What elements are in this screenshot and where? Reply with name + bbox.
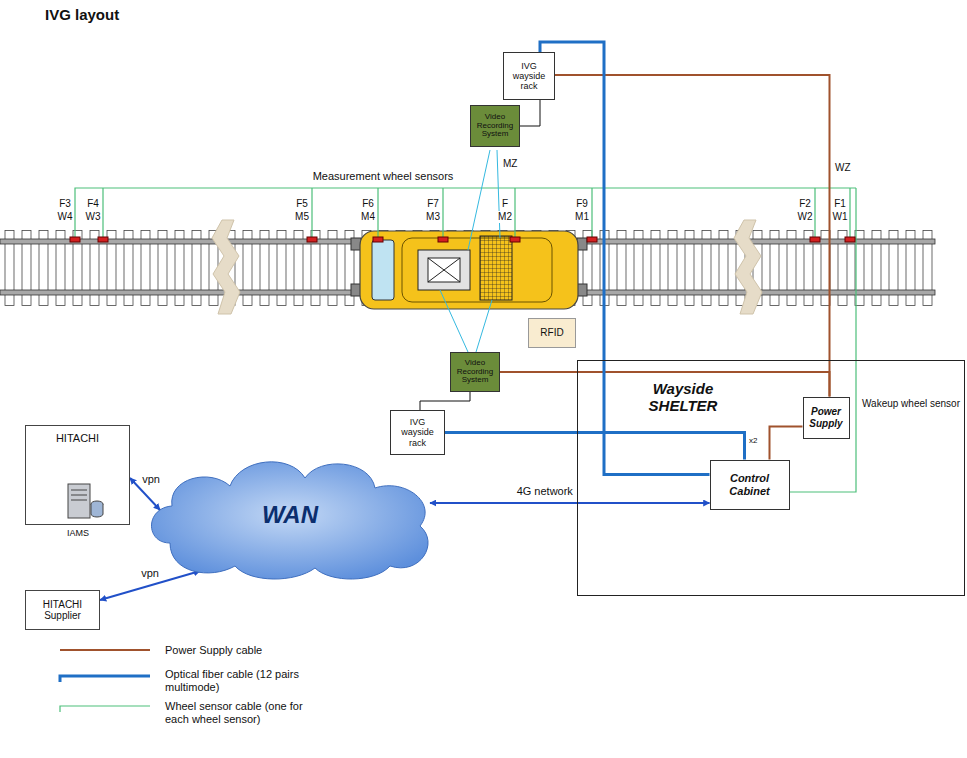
sensor-id: W1 [832, 211, 849, 223]
sensor-id: F4 [86, 198, 100, 210]
node-text: RFID [540, 327, 563, 338]
wan-cloud: WAN [140, 448, 440, 583]
sensor-id: F7 [426, 198, 440, 210]
wheel-sensor [438, 237, 448, 242]
database-icon [91, 504, 103, 517]
node-text: HITACHI [56, 432, 99, 444]
wheel-sensor [810, 237, 820, 242]
sensor-id: F [501, 198, 509, 210]
cable-connector [420, 392, 470, 410]
sensor-id: M5 [294, 211, 310, 223]
sensor-id: F1 [833, 198, 847, 210]
node-text: WAN [262, 502, 318, 529]
supplier-box: HITACHI Supplier [25, 590, 100, 630]
node-text: IVG wayside rack [394, 417, 441, 447]
note-label: MZ [503, 158, 517, 170]
note-label: IAMS [67, 528, 89, 538]
node-text: Control Cabinet [714, 472, 786, 497]
company-box: HITACHI [25, 425, 130, 525]
wheel-sensor [845, 237, 855, 242]
server-slots [71, 490, 87, 500]
cab-window [372, 240, 394, 300]
legend-text: Optical fiber cable (12 pairs multimode) [165, 668, 315, 693]
wheel-sensor-cable [75, 188, 856, 492]
train-car [360, 231, 578, 309]
cable-connector [770, 427, 803, 460]
sensor-id: F2 [798, 198, 812, 210]
sensor-id: W3 [85, 211, 102, 223]
legend-text: Wheel sensor cable (one for each wheel s… [165, 700, 315, 725]
node-text: IVG wayside rack [507, 61, 551, 91]
break-mark [734, 220, 762, 314]
equipment-box [428, 258, 460, 282]
node-text: Power Supply [807, 406, 846, 428]
wheel-sensors [70, 237, 855, 242]
sensor-id: F5 [295, 198, 309, 210]
server-icon [68, 484, 103, 518]
legend-sample [60, 706, 150, 712]
cable-connector [555, 75, 830, 397]
legend-text: Power Supply cable [165, 644, 315, 657]
legend-sample [60, 649, 150, 651]
power-supply-box: Power Supply [803, 397, 850, 439]
shelter-title: Wayside SHELTER [618, 381, 748, 415]
video-recording-box: Video Recording System [450, 352, 500, 392]
grid-panel [480, 236, 512, 300]
cable-connector [445, 433, 745, 460]
cable-connector [430, 502, 710, 504]
equipment-box [418, 250, 470, 290]
connector-label: vpn [139, 566, 161, 579]
server-tower [68, 484, 90, 518]
note-label: WZ [835, 162, 851, 174]
node-text: HITACHI Supplier [29, 599, 96, 621]
wheel-sensor [70, 237, 80, 242]
rfid-box: RFID [528, 318, 576, 348]
equipment-cross [428, 258, 460, 282]
wheel-sensor [510, 237, 520, 242]
roof-outline [402, 238, 552, 302]
wheel-sensor [307, 237, 317, 242]
sensor-id: F3 [58, 198, 72, 210]
cable-connector [520, 100, 540, 126]
sensor-id: M4 [360, 211, 376, 223]
sensor-id: M1 [574, 211, 590, 223]
sensor-id: W4 [57, 211, 74, 223]
node-text: Video Recording System [474, 113, 516, 140]
wheel-sensor [373, 237, 383, 242]
note-label: x2 [749, 436, 757, 445]
cloud-outline [151, 462, 428, 579]
node-text: Video Recording System [454, 359, 496, 386]
legend-sample [60, 676, 150, 682]
sensor-id: M2 [497, 211, 513, 223]
sensor-id: F9 [575, 198, 589, 210]
wayside-rack: IVG wayside rack [503, 52, 555, 100]
shelter-box: Wayside SHELTER Power SupplyControl Cabin… [577, 360, 965, 596]
wayside-rack: IVG wayside rack [390, 410, 445, 455]
video-recording-box: Video Recording System [470, 105, 520, 147]
connector-label: 4G network [515, 485, 575, 498]
sensor-id: F6 [361, 198, 375, 210]
wheel-sensor [98, 237, 108, 242]
diagram-title: IVG layout [45, 6, 119, 23]
control-cabinet-box: Control Cabinet [710, 460, 790, 510]
group-label: Measurement wheel sensors [313, 170, 454, 183]
sensor-id: M3 [425, 211, 441, 223]
connector-label: vpn [140, 473, 162, 486]
sensor-id: W2 [797, 211, 814, 223]
wheel-sensor [587, 237, 597, 242]
note-label: Wakeup wheel sensor [862, 398, 960, 410]
break-mark [212, 220, 240, 314]
